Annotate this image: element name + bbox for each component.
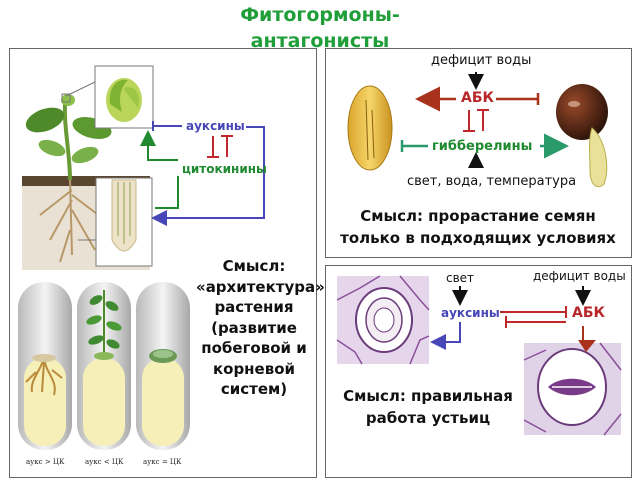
meaning-line: работа устьиц [365,409,491,427]
meaning-line: «архитектура» [196,277,325,296]
meaning-line: растения [214,298,294,316]
label-auxins-left: ауксины [186,119,245,133]
meaning-line: только в подходящих условиях [340,229,616,247]
label-cytokinins: цитокинины [182,162,267,176]
meaning-stomata: Смысл: правильная работа устьиц [332,385,524,429]
label-auxins-stomata: ауксины [441,306,500,320]
test-tube-callus [136,282,190,450]
stomata-closed-illustration [523,342,622,436]
seed-illustrations [347,84,608,188]
seed-regulation-arrows [400,72,569,168]
plant-illustration [22,65,154,270]
label-gibberellins: гибберелины [432,139,533,154]
tube-label-3: аукс = ЦК [143,458,182,466]
page-title: Фитогормоны-антагонисты [240,4,400,52]
meaning-germination: Смысл: прорастание семян только в подход… [328,205,628,249]
label-water-deficit-stomata: дефицит воды [533,269,626,283]
meaning-line: Смысл: [222,257,286,275]
label-aba-stomata: АБК [572,305,605,321]
meaning-line: (развитие [211,318,297,337]
test-tube-shoots [77,282,131,450]
stomata-open-illustration [336,275,430,365]
left-regulation-arrows [140,121,265,226]
label-conditions: свет, вода, температура [407,174,577,189]
meaning-line: Смысл: правильная [343,387,513,405]
label-aba-seeds: АБК [461,90,494,106]
test-tube-roots [18,282,72,450]
stomata-regulation-arrows [430,286,596,352]
meaning-line: корневой [212,359,296,378]
meaning-line: систем) [220,380,288,398]
tube-label-2: аукс < ЦК [85,458,124,466]
meaning-line: побеговой и [201,339,307,357]
meaning-architecture: Смысл: «архитектура» растения (развитие … [196,256,325,400]
tube-label-1: аукс > ЦК [26,458,65,466]
meaning-line: Смысл: прорастание семян [360,207,596,225]
label-light: свет [446,271,475,285]
test-tubes [18,282,190,450]
label-water-deficit-seeds: дефицит воды [431,53,532,68]
